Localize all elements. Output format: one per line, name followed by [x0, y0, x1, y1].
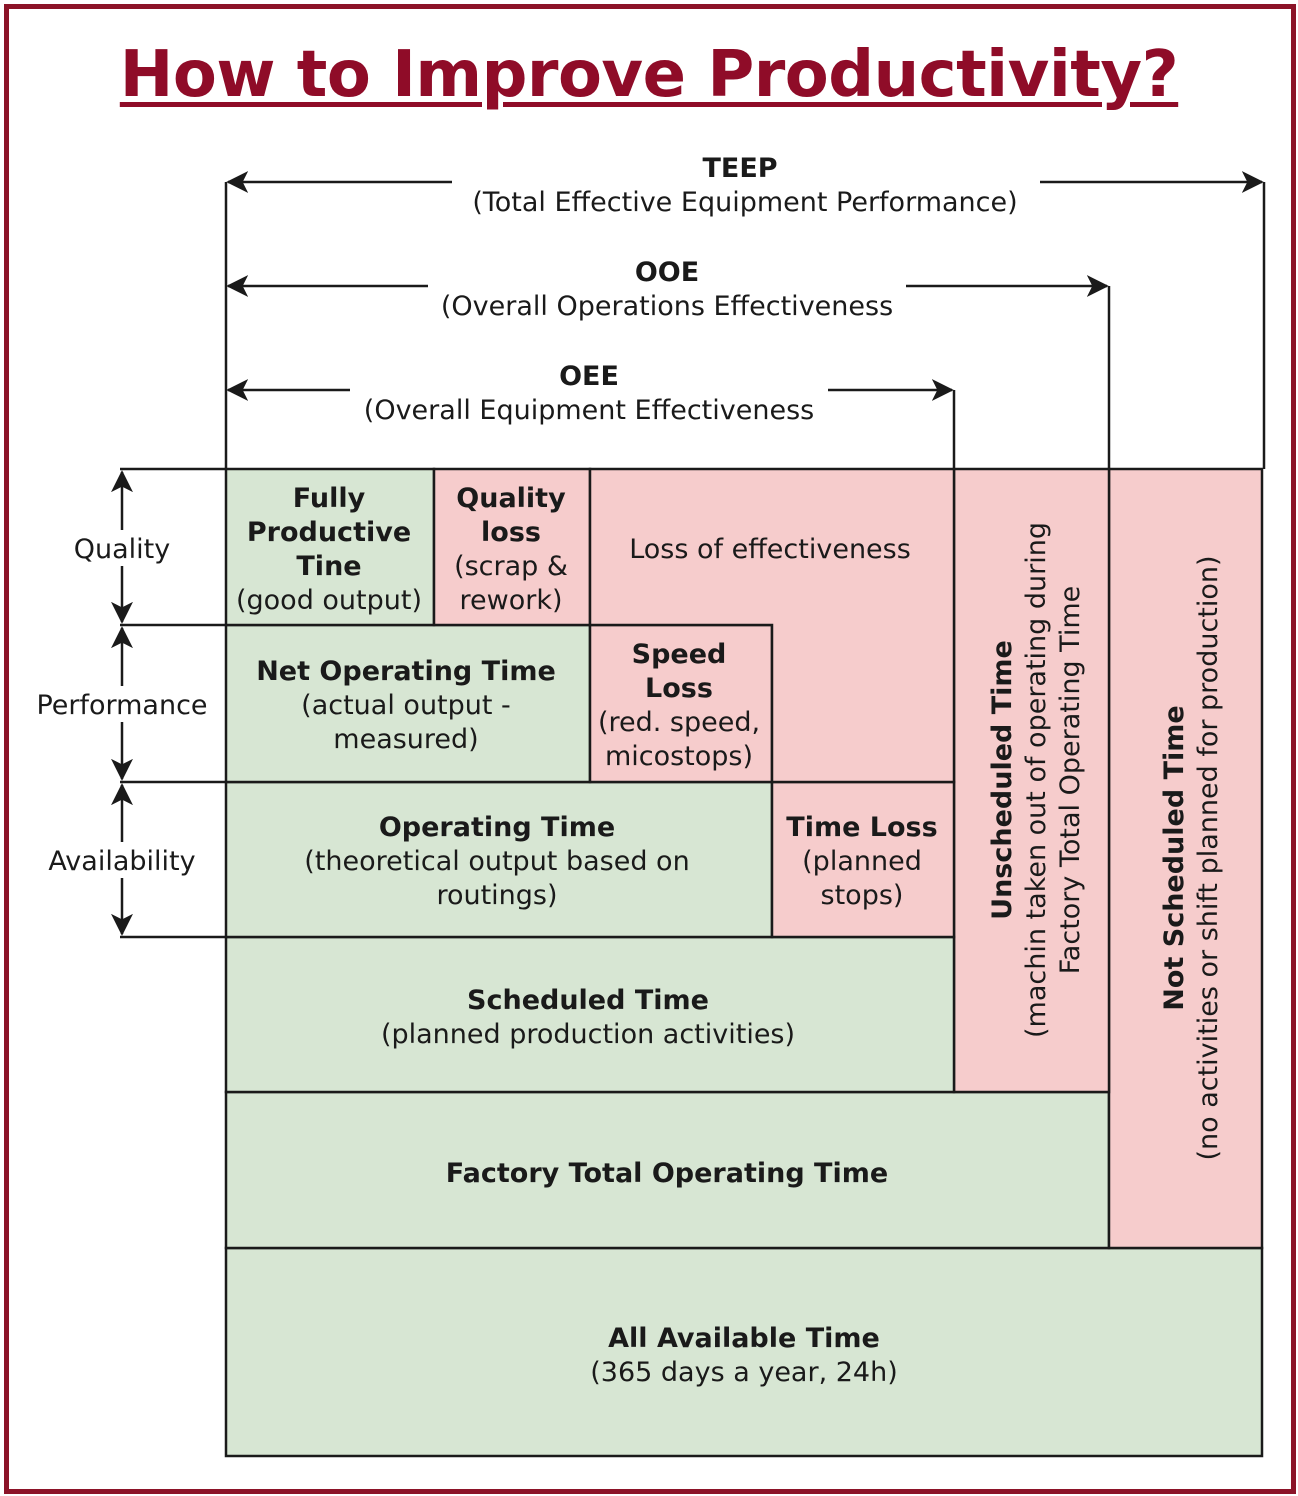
- quality-loss-line4: rework): [460, 585, 563, 616]
- page-border: [4, 4, 1296, 1494]
- speed-loss-line2: Loss: [645, 673, 713, 704]
- block-unscheduled-time: [952, 467, 1111, 1094]
- unscheduled-line1: Unscheduled Time: [987, 640, 1018, 920]
- block-operating-time: [224, 780, 774, 939]
- scheduled-time-line1: Scheduled Time: [467, 985, 709, 1016]
- not-scheduled-line2: (no activities or shift planned for prod…: [1193, 555, 1224, 1160]
- unscheduled-line2: (machin taken out of operating during: [1021, 522, 1052, 1038]
- label-quality: Quality: [74, 534, 170, 565]
- quality-loss-line2: loss: [481, 517, 541, 548]
- block-scheduled-time: [224, 935, 956, 1094]
- speed-loss-line1: Speed: [632, 639, 727, 670]
- all-available-line1: All Available Time: [608, 1323, 880, 1354]
- speed-loss-line4: micostops): [605, 741, 753, 772]
- teep-full: (Total Effective Equipment Performance): [472, 187, 1017, 218]
- operating-time-line2: (theoretical output based on: [304, 846, 689, 877]
- block-speed-loss: [588, 623, 774, 784]
- speed-loss-line3: (red. speed,: [598, 707, 760, 738]
- teep-abbr: TEEP: [702, 153, 777, 184]
- loss-of-effectiveness-label: Loss of effectiveness: [629, 534, 911, 565]
- fully-productive-line3: Tine: [296, 551, 361, 582]
- block-quality-loss: [432, 467, 592, 627]
- operating-time-line1: Operating Time: [379, 812, 615, 843]
- page-title: How to Improve Productivity?: [119, 38, 1179, 112]
- oee-full: (Overall Equipment Effectiveness: [364, 395, 814, 426]
- factory-total-label: Factory Total Operating Time: [446, 1158, 888, 1189]
- fully-productive-line1: Fully: [293, 483, 366, 514]
- all-available-line2: (365 days a year, 24h): [590, 1357, 898, 1388]
- ooe-full: (Overall Operations Effectiveness: [441, 291, 893, 322]
- fully-productive-line4: (good output): [236, 585, 422, 616]
- block-all-available-time: [224, 1246, 1264, 1458]
- not-scheduled-line1: Not Scheduled Time: [1159, 705, 1190, 1010]
- quality-loss-line1: Quality: [456, 483, 566, 514]
- label-performance: Performance: [36, 690, 207, 721]
- unscheduled-line3: Factory Total Operating Time: [1055, 586, 1086, 975]
- label-availability: Availability: [48, 846, 195, 877]
- operating-time-line3: routings): [436, 880, 557, 911]
- time-loss-line2: (planned: [802, 846, 922, 877]
- quality-loss-line3: (scrap &: [454, 551, 568, 582]
- time-loss-line3: stops): [821, 880, 904, 911]
- block-time-loss: [770, 780, 956, 939]
- scheduled-time-line2: (planned production activities): [381, 1019, 795, 1050]
- block-net-operating-time: [224, 623, 592, 784]
- net-operating-line1: Net Operating Time: [256, 656, 556, 687]
- oee-abbr: OEE: [559, 361, 619, 392]
- fully-productive-line2: Productive: [247, 517, 411, 548]
- net-operating-line2: (actual output -: [301, 690, 511, 721]
- net-operating-line3: measured): [333, 724, 478, 755]
- time-loss-line1: Time Loss: [786, 812, 937, 843]
- ooe-abbr: OOE: [635, 257, 699, 288]
- block-not-scheduled-time: [1107, 467, 1264, 1250]
